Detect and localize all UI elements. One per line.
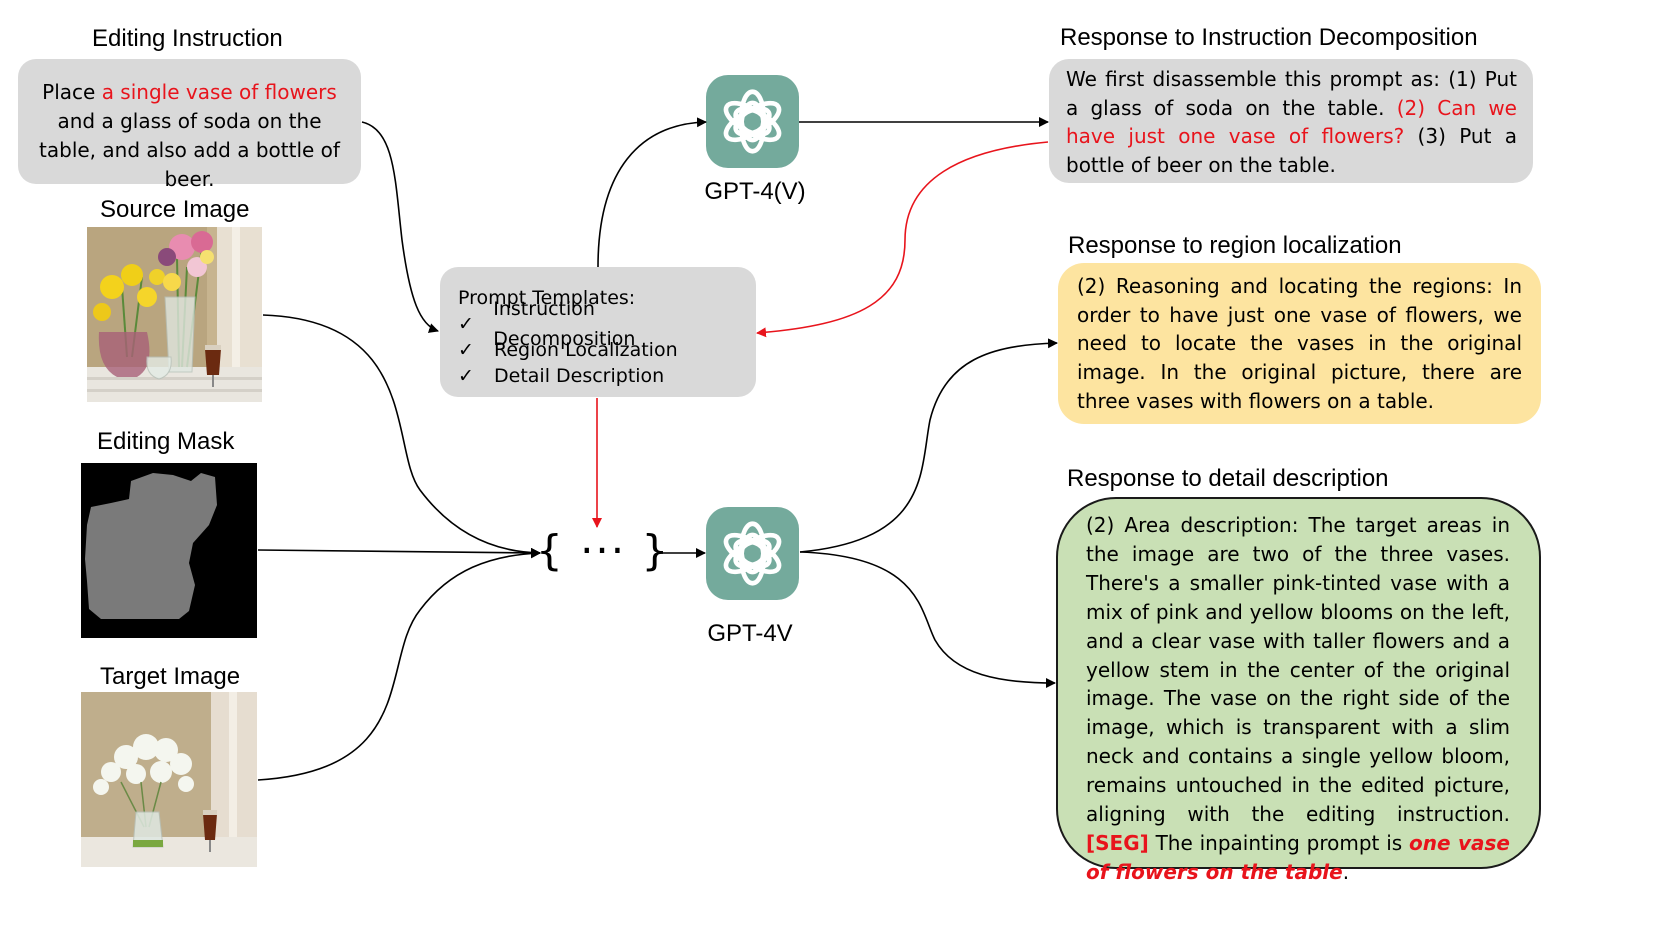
decomposition-response-box: We first disassemble this prompt as: (1)… xyxy=(1049,59,1533,183)
localization-heading: Response to region localization xyxy=(1068,232,1402,259)
decomposition-heading: Response to Instruction Decomposition xyxy=(1060,24,1478,51)
editing-instruction-heading: Editing Instruction xyxy=(92,25,283,52)
prompt-templates-title: Prompt Templates: xyxy=(458,287,636,309)
detail-highlight: one vase of flowers on the table xyxy=(1086,830,1510,884)
decomposition-text-start: We first disassemble this prompt as: (1)… xyxy=(1066,67,1517,120)
detail-heading: Response to detail description xyxy=(1067,465,1389,492)
localization-response-box: (2) Reasoning and locating the regions: … xyxy=(1058,263,1541,424)
arrow-instruction-to-templates xyxy=(361,121,439,333)
instruction-highlight: a single vase of flowers xyxy=(101,80,337,104)
template-item-decomposition: ✓ Instruction Decomposition xyxy=(458,298,738,350)
arrow-mask-to-brace xyxy=(257,547,541,558)
gpt-top-label: GPT-4(V) xyxy=(704,178,806,205)
red-arrow-decomposition-to-templates xyxy=(756,141,1049,338)
detail-text-start: (2) Area description: The target areas i… xyxy=(1086,513,1510,827)
openai-knot-icon xyxy=(723,521,782,586)
decomposition-text-end: (3) Put a bottle of beer on the table. xyxy=(1066,124,1518,177)
openai-knot-icon xyxy=(723,89,782,154)
source-image-illustration xyxy=(87,227,262,402)
target-image-illustration xyxy=(81,692,257,867)
template-item-description: ✓ Detail Description xyxy=(458,363,738,389)
arrow-templates-to-gpt-top xyxy=(597,117,707,268)
arrow-gpt-bottom-to-localization xyxy=(799,338,1058,553)
source-image-label: Source Image xyxy=(100,196,250,223)
arrow-target-to-brace xyxy=(257,548,541,781)
detail-text-end: . xyxy=(1342,859,1350,884)
editing-mask-label: Editing Mask xyxy=(97,428,235,455)
instruction-text-end: and a glass of soda on the table, and al… xyxy=(39,109,340,191)
aggregated-inputs-ellipsis: { ··· } xyxy=(536,526,671,575)
arrow-gpt-bottom-to-detail xyxy=(799,551,1056,688)
detail-response-box: (2) Area description: The target areas i… xyxy=(1056,497,1541,884)
instruction-text-start: Place xyxy=(42,80,102,104)
editing-mask-image xyxy=(81,463,257,638)
localization-text: (2) Reasoning and locating the regions: … xyxy=(1077,274,1522,413)
source-image xyxy=(87,227,262,402)
decomposition-highlight: (2) Can we have just one vase of flowers… xyxy=(1066,95,1517,149)
checkmark-icon: ✓ xyxy=(458,365,474,387)
editing-mask-illustration xyxy=(81,463,257,638)
gpt-bottom-label: GPT-4V xyxy=(707,620,793,647)
prompt-templates-box: Prompt Templates: ✓ Instruction Decompos… xyxy=(440,267,756,397)
template-item-label: Detail Description xyxy=(494,365,665,387)
target-image-label: Target Image xyxy=(100,663,241,690)
detail-text-middle: The inpainting prompt is xyxy=(1148,830,1410,855)
seg-token: [SEG] xyxy=(1086,830,1149,855)
editing-instruction-box: Place a single vase of flowers and a gla… xyxy=(18,59,361,191)
target-image xyxy=(81,692,257,867)
openai-logo-icon xyxy=(706,75,799,168)
openai-logo-icon xyxy=(706,507,799,600)
